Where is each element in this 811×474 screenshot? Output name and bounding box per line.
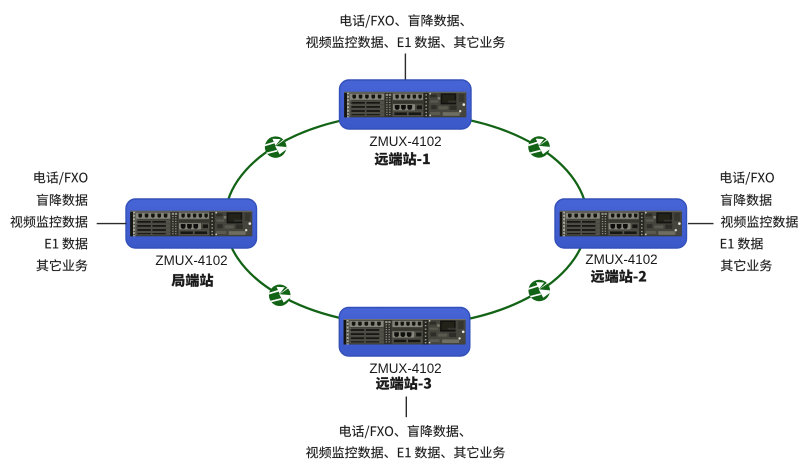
svg-text:ZMUX-4102: ZMUX-4102 — [369, 361, 441, 376]
svg-text:ZMUX-4102: ZMUX-4102 — [155, 253, 227, 268]
svg-text:ZMUX-4102: ZMUX-4102 — [369, 134, 441, 149]
svg-text:ZMUX-4102: ZMUX-4102 — [585, 252, 657, 267]
